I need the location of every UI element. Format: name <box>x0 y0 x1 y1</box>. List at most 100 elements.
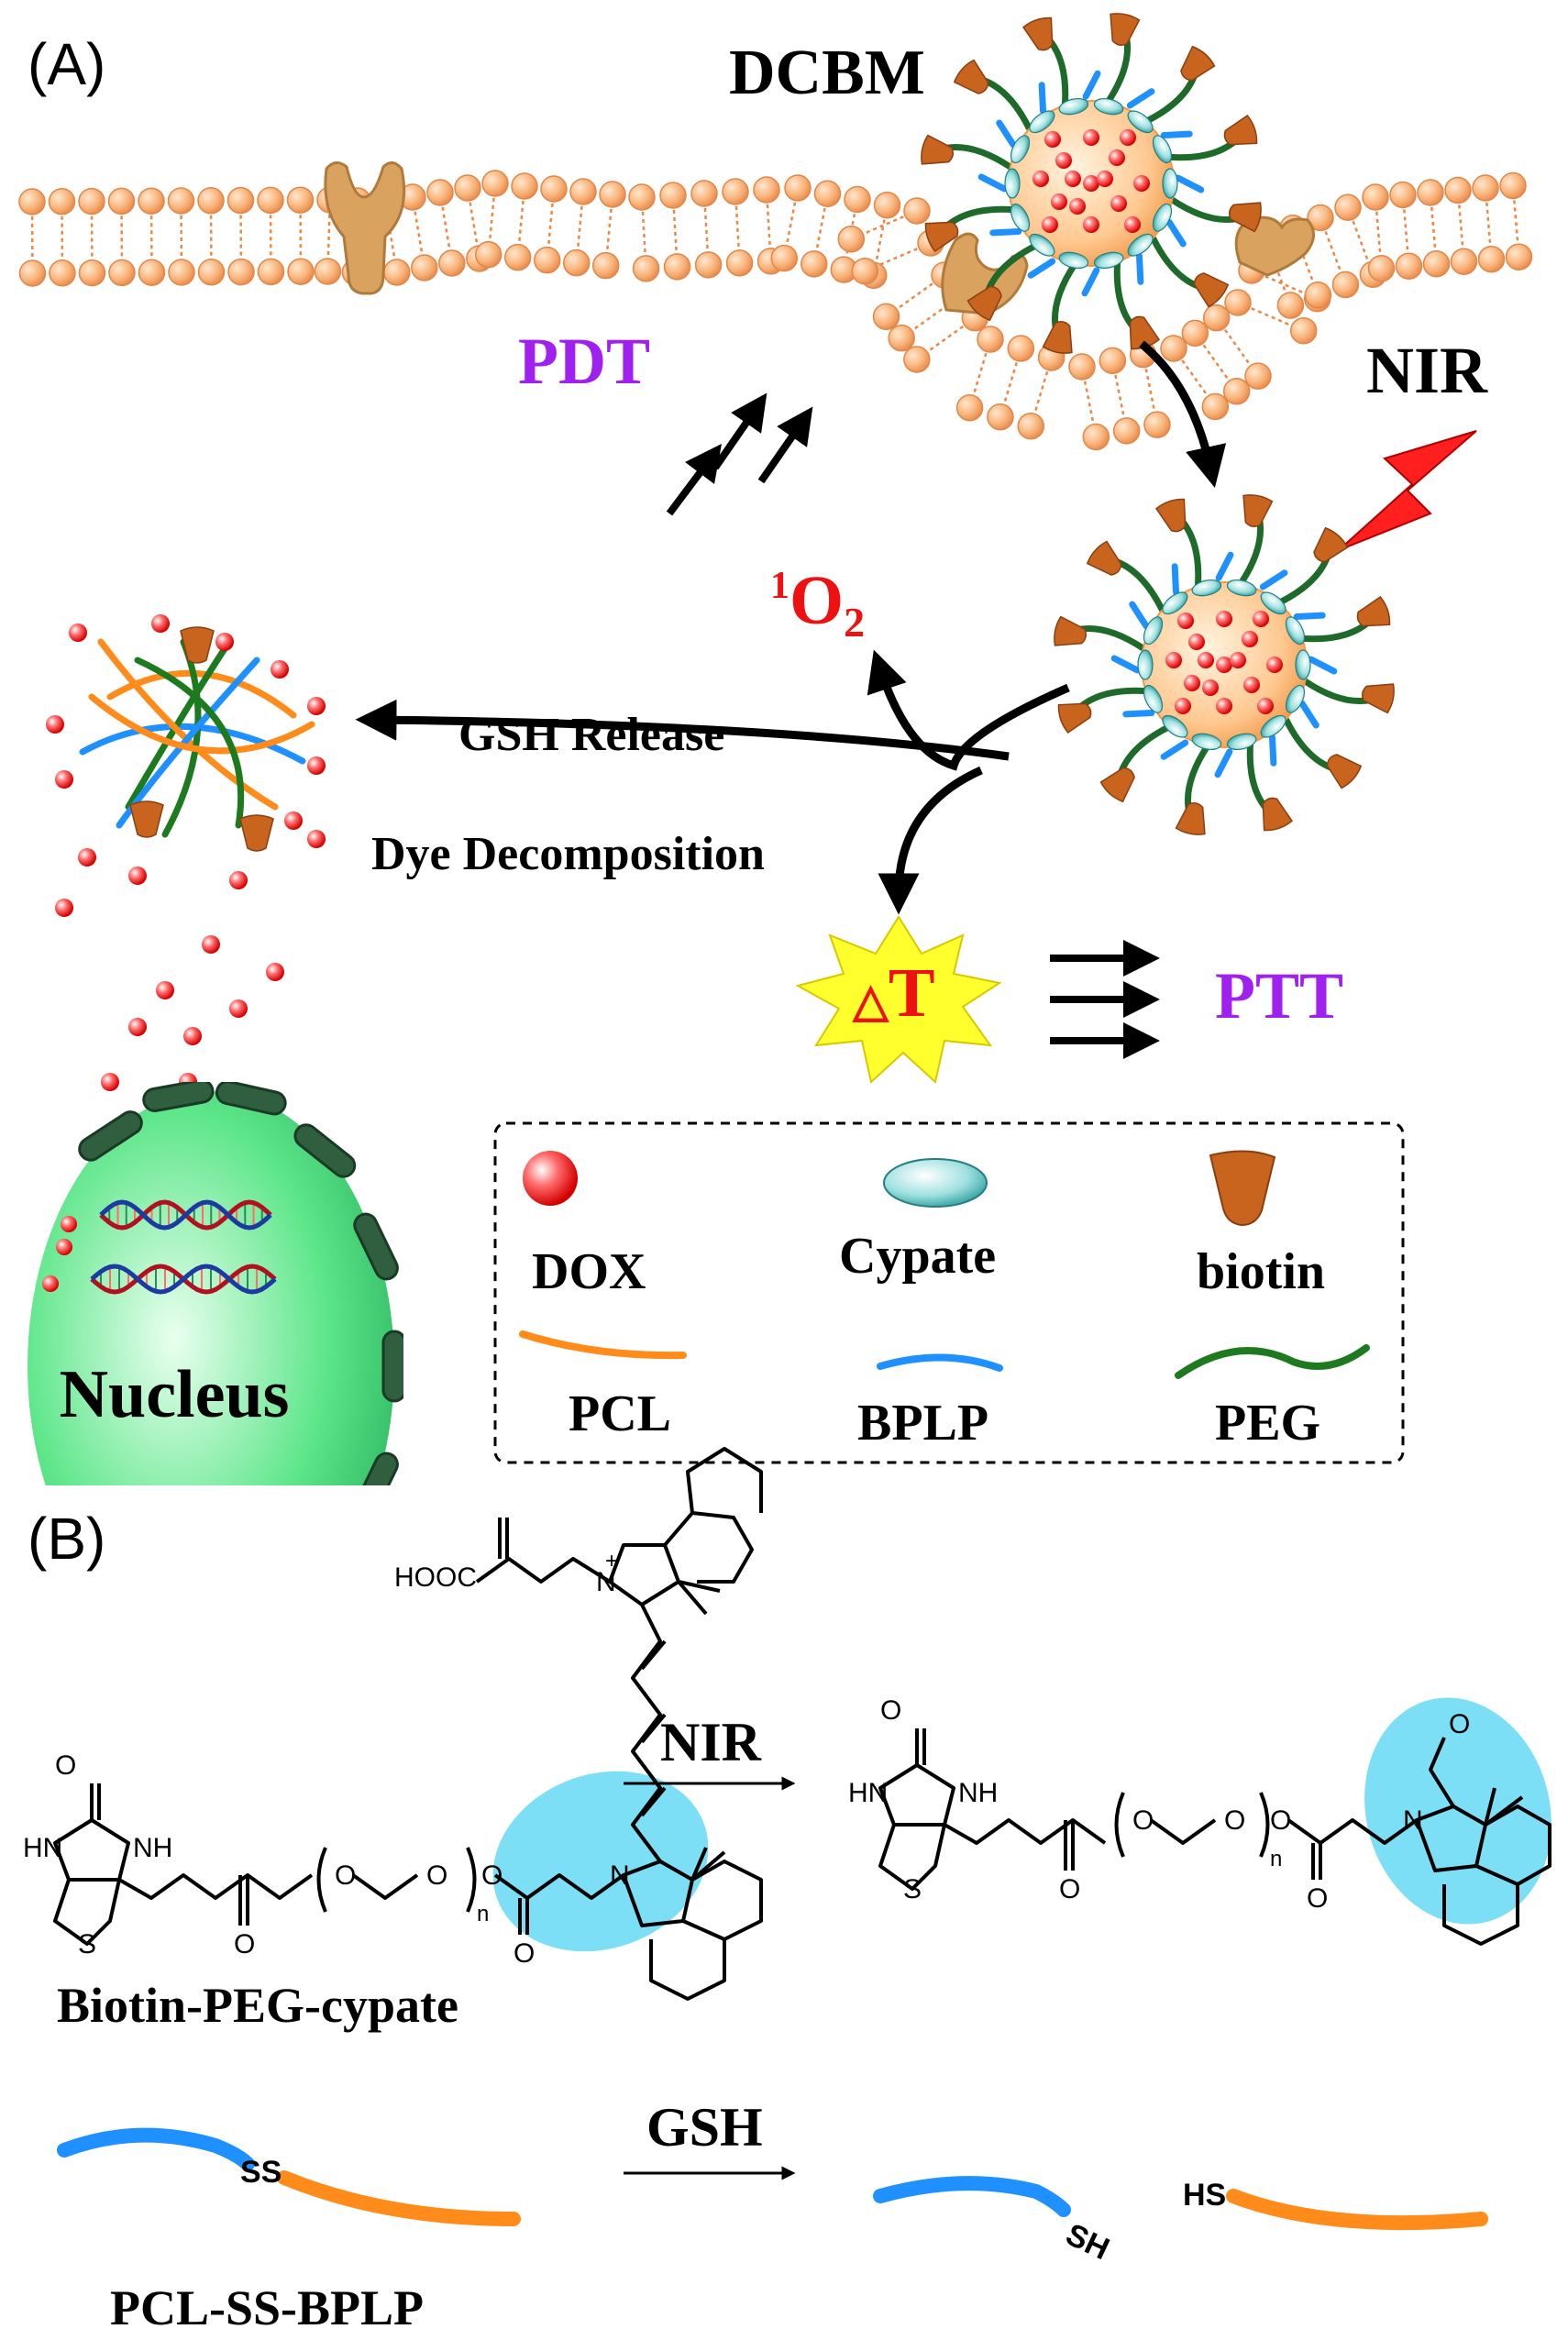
lipid-head <box>1099 347 1127 375</box>
lipid-head <box>438 249 466 277</box>
lipid-head <box>1224 289 1252 316</box>
lipid-head <box>562 248 591 277</box>
dox-icon <box>1230 652 1246 668</box>
heat-star-icon <box>795 915 1002 1084</box>
dox-icon <box>151 614 170 633</box>
lipid-head <box>1244 362 1272 390</box>
lipid-head <box>1450 248 1478 275</box>
naphthindole-highlight <box>492 1771 709 1952</box>
lipid-head <box>197 259 226 286</box>
dox-icon <box>271 660 289 679</box>
biotin-icon <box>1326 754 1363 789</box>
lipid-head <box>481 170 509 197</box>
panel-a-label: (A) <box>28 31 105 97</box>
dox-icon <box>101 1073 119 1091</box>
legend-label-dox: DOX <box>532 1243 646 1300</box>
dox-icon <box>307 756 326 775</box>
bplp-chain <box>1165 218 1187 248</box>
lipid-head <box>197 187 225 215</box>
svg-text:O: O <box>1224 1805 1245 1836</box>
dna-strand <box>99 1199 272 1231</box>
lipid-head <box>837 225 866 253</box>
nuclear-pore <box>142 1082 215 1112</box>
lipid-head <box>1331 270 1360 299</box>
biotin-icon <box>1180 45 1216 82</box>
svg-text:O: O <box>335 1860 356 1891</box>
legend-box <box>493 1121 1405 1464</box>
lipid-head <box>503 243 532 271</box>
ptt-arrows <box>1050 940 1160 1059</box>
lipid-head <box>694 251 723 279</box>
bplp-chain <box>1081 267 1100 297</box>
dox-icon <box>183 1027 202 1045</box>
disulfide-label: SS <box>240 2155 282 2190</box>
lipid-head <box>138 187 165 215</box>
dox-icon <box>1266 657 1283 673</box>
receptor-icon <box>324 161 406 295</box>
dox-icon <box>1097 171 1113 187</box>
nucleus-label: Nucleus <box>60 1357 290 1432</box>
dox-icon <box>1083 129 1099 146</box>
bplp-chain <box>1110 655 1141 674</box>
lipid-head <box>226 186 255 215</box>
dox-icon <box>1110 195 1127 212</box>
svg-text:NH: NH <box>133 1833 172 1863</box>
cypate-icon <box>1143 616 1164 646</box>
nuclear-pore <box>353 1212 399 1281</box>
biotin-icon <box>1228 202 1262 233</box>
dox-icon <box>128 1018 147 1036</box>
lipid-head <box>1389 181 1417 209</box>
svg-text:S: S <box>903 1874 922 1904</box>
dox-icon <box>202 935 220 954</box>
dox-icon <box>1198 652 1214 668</box>
polymer-fragment <box>125 638 233 811</box>
svg-text:O: O <box>880 1695 901 1726</box>
lipid-head <box>1222 378 1251 405</box>
lipid-head <box>903 197 931 225</box>
lipid-head <box>474 240 502 269</box>
product-atom-labels: O HN NH S O O O n O O N O <box>848 1695 1470 1914</box>
dox-icon <box>229 999 248 1018</box>
reactant-atom-labels: O HN NH S O O O n O O N N + HOOC <box>23 1549 630 1969</box>
svg-text:O: O <box>513 1938 535 1969</box>
lipid-head <box>78 187 105 215</box>
cypate-icon <box>1162 168 1178 199</box>
lipid-head <box>872 303 900 331</box>
lipid-head <box>138 259 166 286</box>
cypate-icon <box>1191 579 1222 597</box>
dox-icon <box>284 811 303 830</box>
reaction-arrows <box>355 649 1070 915</box>
legend-label-bplp: BPLP <box>857 1395 988 1451</box>
bplp-chain <box>1126 88 1155 109</box>
biotin-icon <box>1262 797 1294 832</box>
dox-icon <box>1216 611 1232 627</box>
bplp-segment <box>57 2127 255 2171</box>
biotin-icon <box>953 59 989 94</box>
dox-icon <box>1243 677 1260 693</box>
lipid-head <box>659 182 687 209</box>
nuclear-pore <box>215 1082 287 1116</box>
lipid-head <box>722 178 749 205</box>
dox-icon <box>215 633 234 651</box>
lipid-head <box>1477 245 1506 273</box>
pdt-arrows <box>666 392 813 516</box>
bplp-chain <box>989 227 1022 237</box>
dox-icon <box>46 715 64 734</box>
cypate-icon <box>1010 135 1031 164</box>
dox-icon <box>1216 657 1232 673</box>
nir-label: NIR <box>1366 334 1488 407</box>
cypate-icon <box>1093 251 1124 270</box>
cypate-icon <box>1010 203 1031 232</box>
activated-micelle <box>1054 494 1395 835</box>
biotin-peg-cypate-label: Biotin-PEG-cypate <box>57 1978 458 2033</box>
cypate-icon <box>1127 110 1154 134</box>
lipid-head <box>955 393 984 422</box>
lipid-head <box>801 250 828 278</box>
lipid-head <box>753 176 780 204</box>
dox-icon <box>78 848 96 866</box>
reaction2-condition: GSH <box>646 2097 763 2158</box>
lipid-head <box>1367 254 1396 282</box>
biotin-icon <box>239 814 274 852</box>
lipid-head <box>426 179 454 206</box>
lipid-head <box>1082 423 1110 451</box>
